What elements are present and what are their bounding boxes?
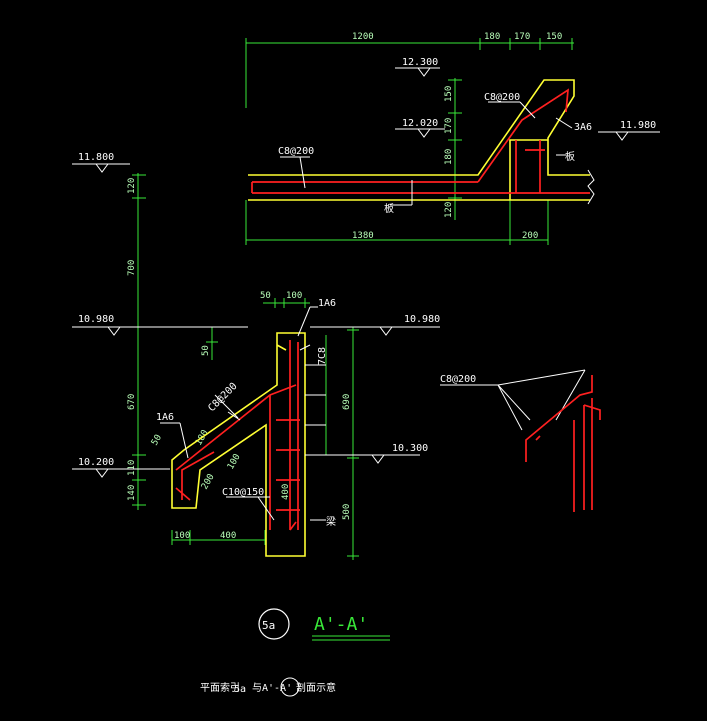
dim-120-vertical-a: 120 [127, 178, 137, 194]
mid-dimension-lines [132, 298, 359, 560]
dim-50-left: 50 [201, 345, 211, 356]
level-mark-12300: 12.300 [395, 57, 440, 77]
caption-prefix: 平面索引 [200, 681, 240, 694]
stair-beam-detail: 670 110 140 50 100 50 690 500 400 100 40… [72, 291, 440, 560]
right-rebar-detail: C8@200 [440, 369, 601, 512]
rebar-label-c8200-top-right: C8@200 [484, 92, 520, 103]
section-number: 5a [262, 619, 275, 632]
dim-200: 200 [522, 231, 538, 241]
caption: 平面索引 5a 与A'-A' 剖面示意 [200, 677, 336, 697]
rebar-label-1a6-left: 1A6 [156, 412, 174, 423]
dim-100-bottom: 100 [174, 531, 190, 541]
caption-mid: 与A'-A' [252, 682, 292, 694]
level-mark-10980-left: 10.980 [72, 314, 248, 336]
top-slab-rebar [251, 88, 590, 194]
dim-180: 180 [484, 32, 500, 42]
dim-140-vertical: 140 [127, 485, 137, 501]
level-mark-10980-right: 10.980 [310, 314, 440, 336]
rebar-label-c8200-sloped: C8@200 [206, 381, 239, 414]
dim-120-vertical-b: 120 [444, 202, 454, 218]
caption-number: 5a [234, 684, 246, 695]
level-mark-11800: 11.800 [72, 152, 130, 173]
dim-110-vertical: 110 [127, 460, 137, 476]
top-slab-outline [248, 79, 590, 201]
level-mark-10300: 10.300 [310, 443, 428, 464]
svg-text:12.020: 12.020 [402, 118, 438, 129]
level-mark-11980-top: 11.980 [598, 120, 660, 141]
rebar-label-c10150: C10@150 [222, 487, 264, 498]
level-mark-10200: 10.200 [72, 457, 170, 478]
dim-50-sloped: 50 [150, 433, 164, 447]
svg-text:11.980: 11.980 [620, 120, 656, 131]
svg-text:10.980: 10.980 [78, 314, 114, 325]
svg-text:12.300: 12.300 [402, 57, 438, 68]
svg-text:11.800: 11.800 [78, 152, 114, 163]
dim-50-top: 50 [260, 291, 271, 301]
svg-text:10.200: 10.200 [78, 457, 114, 468]
dim-400-bottom: 400 [220, 531, 236, 541]
dim-150-vertical: 150 [444, 86, 454, 102]
mark-beam: 梁 [326, 515, 336, 528]
dim-500-vertical: 500 [342, 504, 352, 520]
top-dimension-lines [132, 38, 574, 330]
level-mark-12020: 12.020 [395, 118, 445, 138]
mark-slab-1: 板 [384, 202, 394, 215]
svg-text:10.980: 10.980 [404, 314, 440, 325]
section-title: 5a A'-A' [258, 608, 390, 641]
break-line [587, 169, 595, 205]
dim-700-vertical: 700 [127, 260, 137, 276]
right-rebar-shape [525, 375, 601, 512]
dim-1200: 1200 [352, 32, 374, 42]
dim-400-vertical: 400 [281, 484, 291, 500]
svg-text:10.300: 10.300 [392, 443, 428, 454]
stirrup-ticks [299, 344, 326, 456]
section-name: A'-A' [314, 614, 368, 635]
dim-200-sloped: 200 [200, 472, 217, 491]
dim-150: 150 [546, 32, 562, 42]
dim-100-top: 100 [286, 291, 302, 301]
dim-670-vertical: 670 [127, 394, 137, 410]
rebar-label-1a6-top: 1A6 [318, 298, 336, 309]
stair-beam-outline [171, 332, 306, 557]
top-slab-detail: 1200 180 170 150 1380 200 150 170 180 12… [72, 32, 660, 330]
dim-170-vertical: 170 [444, 118, 454, 134]
mark-slab-2: 板 [565, 150, 575, 163]
rebar-label-7c8: 7C8 [317, 347, 328, 365]
rebar-label-3a6: 3A6 [574, 122, 592, 133]
stair-beam-rebar [175, 340, 300, 531]
caption-suffix: 剖面示意 [296, 681, 336, 694]
dim-690-vertical: 690 [342, 394, 352, 410]
dim-180-vertical: 180 [444, 149, 454, 165]
rebar-label-c8200-right: C8@200 [440, 374, 476, 385]
dim-1380: 1380 [352, 231, 374, 241]
dim-100-sloped: 100 [226, 452, 243, 471]
rebar-label-c8200-top-left: C8@200 [278, 146, 314, 157]
dim-170: 170 [514, 32, 530, 42]
